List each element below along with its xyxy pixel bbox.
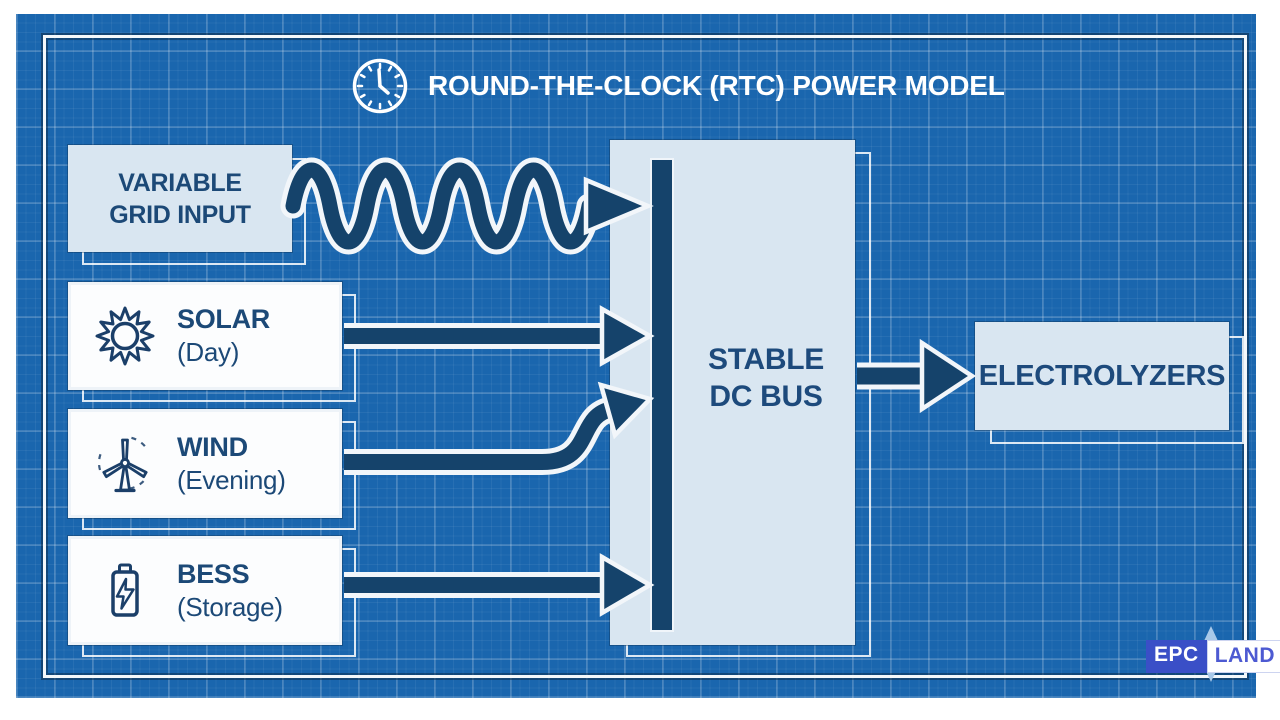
dc-bus-label: STABLE DC BUS — [676, 342, 856, 415]
diagram-title-bar: ROUND-THE-CLOCK (RTC) POWER MODEL — [350, 56, 1005, 116]
sun-icon — [95, 306, 155, 366]
dc-bus-line2: DC BUS — [709, 379, 823, 413]
wind-turbine-icon — [97, 436, 150, 492]
node-wind: WIND (Evening) — [68, 409, 342, 518]
node-solar: SOLAR (Day) — [68, 282, 342, 390]
epc-land-logo: EPC LAND — [1146, 640, 1280, 673]
wind-name: WIND — [177, 431, 248, 462]
wind-qualifier: (Evening) — [177, 464, 286, 495]
bess-qualifier: (Storage) — [177, 591, 283, 622]
bess-name: BESS — [177, 558, 250, 589]
solar-name: SOLAR — [177, 304, 271, 334]
solar-label: SOLAR (Day) — [177, 304, 270, 368]
blueprint-frame — [43, 35, 1247, 678]
dc-bus-line1: STABLE — [708, 343, 824, 376]
node-bess: BESS (Storage) — [68, 536, 342, 645]
clock-icon — [352, 58, 408, 114]
variable-grid-input-line1: VARIABLE — [118, 168, 242, 197]
electrolyzers-label: ELECTROLYZERS — [978, 359, 1226, 392]
dc-bus-bar — [650, 158, 674, 632]
node-variable-grid-input: VARIABLE GRID INPUT — [68, 145, 292, 252]
logo-epc-text: EPC — [1146, 640, 1207, 673]
variable-grid-input-line2: GRID INPUT — [109, 200, 251, 229]
bess-label: BESS (Storage) — [177, 559, 283, 623]
variable-grid-input-label: VARIABLE GRID INPUT — [109, 167, 251, 231]
logo-land-text: LAND — [1206, 640, 1280, 673]
wind-label: WIND (Evening) — [177, 432, 286, 496]
node-electrolyzers: ELECTROLYZERS — [975, 322, 1229, 430]
battery-bolt-icon — [111, 563, 139, 617]
solar-qualifier: (Day) — [177, 337, 240, 367]
page-title: ROUND-THE-CLOCK (RTC) POWER MODEL — [428, 70, 1005, 101]
